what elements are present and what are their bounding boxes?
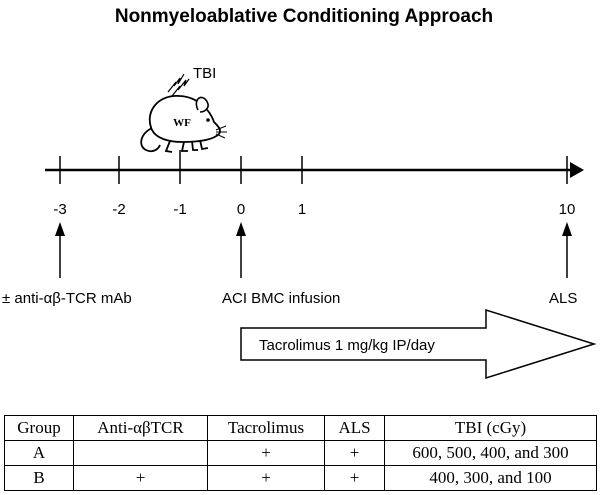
- mouse-tail: [140, 127, 161, 153]
- tick-label-day-minus-2: -2: [112, 201, 125, 218]
- tick-label-day-10: 10: [559, 201, 576, 218]
- tacrolimus-treatment-arrow: [240, 308, 597, 380]
- table-cell: A: [4, 440, 74, 466]
- mouse-ear: [195, 96, 209, 113]
- column-header-tacrolimus: Tacrolimus: [207, 415, 325, 441]
- table-header-row: Group Anti-αβTCR Tacrolimus ALS TBI (cGy…: [4, 415, 597, 441]
- table-row: A + + 600, 500, 400, and 300: [4, 440, 597, 466]
- event-arrow-day-minus-3: [55, 222, 65, 278]
- event-label-anti-tcr: ± anti-αβ-TCR mAb: [2, 290, 132, 307]
- table-cell: +: [324, 465, 385, 491]
- mouse-eye: [206, 118, 210, 122]
- tbi-label: TBI: [193, 65, 216, 82]
- tick-label-day-1: 1: [298, 201, 306, 218]
- protocol-groups-table: Group Anti-αβTCR Tacrolimus ALS TBI (cGy…: [4, 415, 597, 491]
- event-arrow-day-10: [562, 222, 572, 278]
- column-header-anti-tcr: Anti-αβTCR: [73, 415, 208, 441]
- column-header-group: Group: [4, 415, 74, 441]
- timeline-ticks: [59, 150, 568, 184]
- mouse-illustration: WF: [140, 95, 227, 153]
- lightning-bolt-icon: [167, 73, 190, 97]
- table-cell: [73, 440, 208, 466]
- table-cell: 400, 300, and 100: [384, 465, 597, 491]
- tick-label-day-minus-1: -1: [173, 201, 186, 218]
- event-arrow-day-0: [236, 222, 246, 278]
- table-cell: B: [4, 465, 74, 491]
- mouse-strain-label: WF: [173, 117, 191, 129]
- table-cell: +: [207, 465, 325, 491]
- table-cell: +: [73, 465, 208, 491]
- table-row: B + + + 400, 300, and 100: [4, 465, 597, 491]
- timeline-axis-arrowhead: [570, 162, 584, 178]
- table-cell: +: [324, 440, 385, 466]
- conditioning-timeline-diagram: Nonmyeloablative Conditioning Approach W…: [2, 6, 597, 380]
- mouse-whiskers: [215, 125, 227, 139]
- mouse-legs: [164, 139, 209, 153]
- event-label-bmc-infusion: ACI BMC infusion: [222, 290, 340, 307]
- table-cell: 600, 500, 400, and 300: [384, 440, 597, 466]
- event-label-als: ALS: [549, 290, 577, 307]
- table-cell: +: [207, 440, 325, 466]
- column-header-tbi: TBI (cGy): [384, 415, 597, 441]
- page-title: Nonmyeloablative Conditioning Approach: [115, 6, 493, 27]
- tick-label-day-0: 0: [237, 201, 245, 218]
- tick-label-day-minus-3: -3: [53, 201, 66, 218]
- column-header-als: ALS: [324, 415, 385, 441]
- tacrolimus-treatment-label: Tacrolimus 1 mg/kg IP/day: [259, 337, 435, 354]
